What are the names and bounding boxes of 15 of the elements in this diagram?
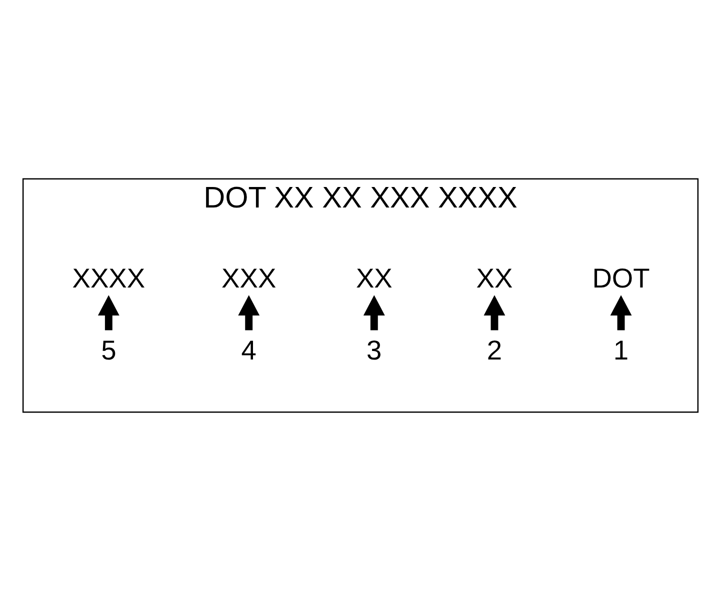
node-text: XX <box>356 262 392 294</box>
arrow <box>363 295 385 330</box>
node-text: 1 <box>613 334 629 366</box>
node-text: 4 <box>241 334 256 366</box>
node-text: 5 <box>101 334 116 366</box>
arrow <box>610 295 632 330</box>
node-text: XXXX <box>72 262 146 294</box>
node-text: 3 <box>366 334 382 366</box>
arrow <box>238 295 260 330</box>
node-text: XXX <box>222 262 276 294</box>
arrow <box>98 295 120 330</box>
arrow <box>484 295 506 330</box>
node-text: XX <box>476 262 513 294</box>
node-text: 2 <box>486 334 502 366</box>
node-text: DOT <box>592 262 650 294</box>
